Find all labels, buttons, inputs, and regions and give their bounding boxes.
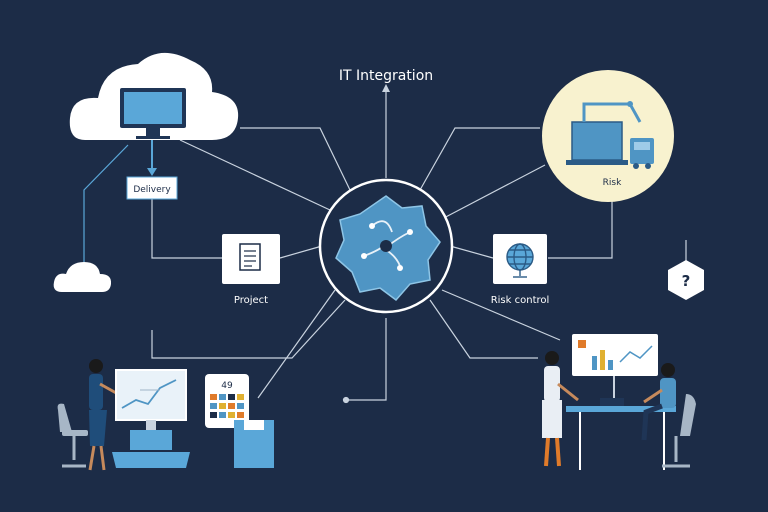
line-cloud-small — [83, 144, 129, 262]
laptop-icon — [566, 121, 628, 165]
line-cloud-right — [240, 127, 351, 191]
line-hub-bottom — [346, 318, 387, 401]
line-delivery — [151, 196, 222, 259]
document-icon — [239, 243, 261, 271]
risk-control-node: Risk control — [491, 234, 550, 306]
line-hub-riskcontrol — [449, 245, 494, 259]
central-hub — [318, 178, 454, 314]
small-cloud-icon — [53, 262, 112, 292]
monitor-icon — [120, 88, 186, 139]
line-hub-upright — [419, 127, 540, 191]
connector-lines — [83, 84, 687, 404]
delivery-label: Delivery — [133, 185, 171, 195]
line-hub-right-down — [441, 289, 561, 341]
question-mark: ? — [682, 272, 691, 290]
line-hub-left2 — [151, 299, 346, 359]
line-project-hub — [279, 245, 323, 259]
line-cloud-hub — [179, 139, 331, 211]
right-meeting-scene — [542, 334, 696, 470]
line-riskcontrol-right — [548, 178, 613, 259]
line-hub-risk — [439, 164, 546, 221]
calendar-icon: 49 — [205, 374, 274, 468]
question-icon: ? — [668, 260, 704, 300]
node-dot — [342, 396, 350, 404]
delivery-box: Delivery — [126, 176, 178, 200]
line-hub-bottomright — [429, 299, 538, 359]
line-hub-bottomleft — [257, 289, 336, 399]
calendar-number: 49 — [221, 381, 233, 391]
project-node: Project — [222, 234, 280, 306]
risk-control-label: Risk control — [491, 295, 550, 306]
risk-label: Risk — [603, 178, 622, 188]
arrow-head-top — [382, 84, 390, 92]
delivery-arrow — [147, 140, 157, 176]
project-label: Project — [234, 295, 268, 306]
risk-node: Risk — [542, 70, 674, 202]
truck-icon — [630, 138, 654, 169]
left-workstation — [57, 359, 190, 471]
diagram-title: IT Integration — [339, 68, 433, 84]
globe-icon — [506, 243, 534, 278]
chart-icon — [121, 379, 177, 409]
